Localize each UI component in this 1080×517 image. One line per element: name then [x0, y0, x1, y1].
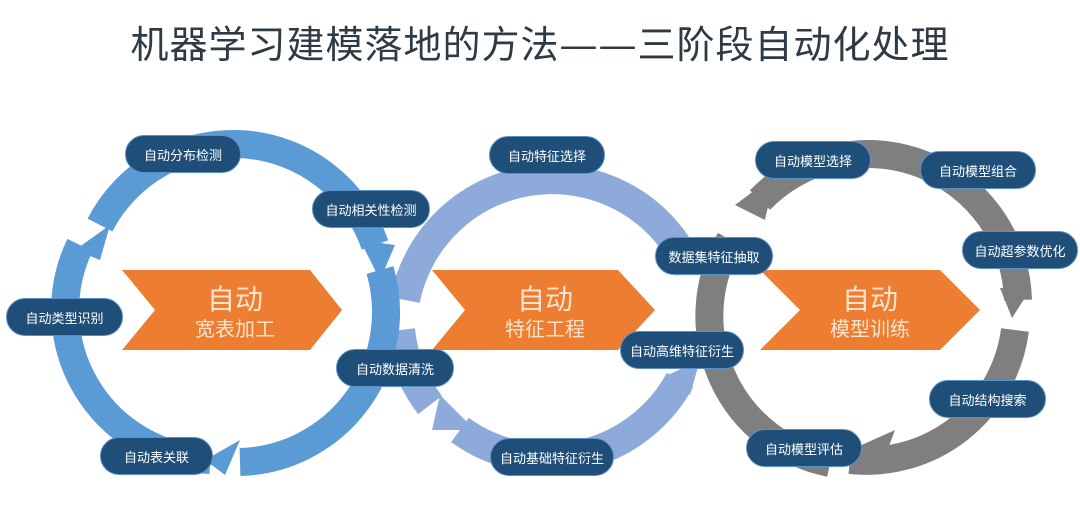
step-data-cleaning: 自动数据清洗 — [336, 349, 454, 387]
stage-2-label: 自动 特征工程 — [460, 284, 630, 342]
step-high-dim-feature-derivation: 自动高维特征衍生 — [620, 331, 744, 369]
stage-3-name: 模型训练 — [830, 317, 910, 341]
step-model-evaluation: 自动模型评估 — [746, 429, 862, 467]
step-type-recognition: 自动类型识别 — [6, 298, 123, 336]
arrow-head — [735, 175, 775, 220]
arrow-head — [432, 395, 475, 430]
step-model-ensemble: 自动模型组合 — [920, 151, 1036, 189]
step-architecture-search: 自动结构搜索 — [929, 380, 1046, 418]
arrow-head — [75, 225, 110, 260]
chevron-stage-3 — [760, 270, 980, 350]
stage-3-head: 自动 — [841, 283, 898, 316]
stage-1-head: 自动 — [206, 283, 263, 316]
step-table-join: 自动表关联 — [100, 437, 213, 475]
stage-3-label: 自动 模型训练 — [785, 284, 955, 342]
step-feature-selection: 自动特征选择 — [489, 136, 605, 174]
step-correlation-detection: 自动相关性检测 — [312, 190, 430, 228]
ring-segment — [239, 266, 400, 476]
stage-1-name: 宽表加工 — [195, 317, 275, 341]
chevron-stage-1 — [122, 270, 342, 350]
step-hyperparameter-optimization: 自动超参数优化 — [962, 231, 1078, 269]
arrow-head — [1000, 288, 1030, 318]
page-title: 机器学习建模落地的方法——三阶段自动化处理 — [130, 23, 950, 67]
arrow-head — [205, 440, 240, 475]
step-model-selection: 自动模型选择 — [755, 141, 871, 179]
arrow-head — [855, 430, 895, 470]
ring-segment — [390, 164, 704, 304]
arrow-head — [360, 240, 395, 280]
step-distribution-detection: 自动分布检测 — [125, 135, 241, 173]
chevron-stage-2 — [432, 270, 655, 350]
stage-2-name: 特征工程 — [505, 317, 585, 341]
stage-2-head: 自动 — [516, 283, 573, 316]
stage-1-label: 自动 宽表加工 — [150, 284, 320, 342]
step-dataset-feature-extraction: 数据集特征抽取 — [655, 237, 773, 275]
step-basic-feature-derivation: 自动基础特征衍生 — [490, 438, 614, 476]
